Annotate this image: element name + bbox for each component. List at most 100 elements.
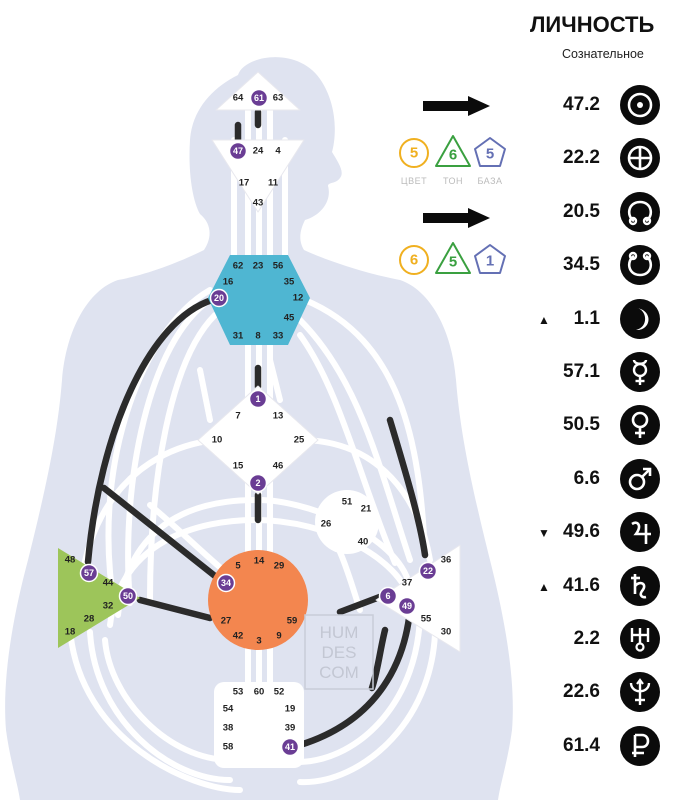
gate-line-value: 22.6 [563, 681, 600, 703]
gate-32[interactable]: 32 [103, 601, 114, 612]
gate-61[interactable]: 61 [254, 93, 264, 103]
gate-9[interactable]: 9 [276, 631, 281, 642]
color-badge-top [399, 138, 429, 168]
gate-26[interactable]: 26 [321, 519, 332, 530]
gate-24[interactable]: 24 [253, 146, 264, 157]
gate-42[interactable]: 42 [233, 631, 244, 642]
gate-40[interactable]: 40 [358, 537, 369, 548]
active-gate-marker [248, 473, 268, 493]
gate-23[interactable]: 23 [253, 261, 264, 272]
gate-62[interactable]: 62 [233, 261, 244, 272]
gate-38[interactable]: 38 [223, 723, 234, 734]
gate-58[interactable]: 58 [223, 742, 234, 753]
planet-row[interactable]: 6.6 [520, 458, 682, 502]
gate-33[interactable]: 33 [273, 331, 284, 342]
gate-37[interactable]: 37 [402, 578, 413, 589]
uranus-icon [620, 619, 660, 659]
gate-15[interactable]: 15 [233, 461, 244, 472]
planet-row[interactable]: 22.6 [520, 671, 682, 715]
gate-10[interactable]: 10 [212, 435, 223, 446]
gate-41[interactable]: 41 [285, 742, 295, 752]
throat-center [208, 255, 310, 345]
gate-21[interactable]: 21 [361, 504, 372, 515]
gate-55[interactable]: 55 [421, 614, 432, 625]
gate-17[interactable]: 17 [239, 178, 250, 189]
gate-57[interactable]: 57 [84, 568, 94, 578]
planet-row[interactable]: 34.5 [520, 244, 682, 288]
gate-60[interactable]: 60 [254, 687, 265, 698]
planet-row[interactable]: ▲41.6 [520, 565, 682, 609]
active-gate-marker [418, 561, 438, 581]
gate-12[interactable]: 12 [293, 293, 304, 304]
gate-56[interactable]: 56 [273, 261, 284, 272]
gate-27[interactable]: 27 [221, 616, 232, 627]
gate-2[interactable]: 2 [255, 478, 260, 488]
planet-row[interactable]: 47.2 [520, 84, 682, 128]
gate-47[interactable]: 47 [233, 146, 243, 156]
earth-icon [620, 138, 660, 179]
gate-3[interactable]: 3 [256, 636, 261, 647]
gate-53[interactable]: 53 [233, 687, 244, 698]
gate-52[interactable]: 52 [274, 687, 285, 698]
color-badge-bottom [399, 245, 429, 275]
planet-row[interactable]: 61.4 [520, 725, 682, 769]
gate-line-value: 22.2 [563, 147, 600, 169]
gate-31[interactable]: 31 [233, 331, 244, 342]
gate-64[interactable]: 64 [233, 93, 244, 104]
neptune-icon [620, 672, 660, 713]
panel-title: ЛИЧНОСТЬ [530, 12, 655, 37]
gate-29[interactable]: 29 [274, 561, 285, 572]
gate-43[interactable]: 43 [253, 198, 264, 209]
planet-row[interactable]: ▲1.1 [520, 298, 682, 342]
planet-row[interactable]: 20.5 [520, 191, 682, 235]
gate-line-value: 2.2 [573, 628, 600, 649]
gate-22[interactable]: 22 [423, 566, 433, 576]
gate-6[interactable]: 6 [385, 591, 390, 601]
gate-18[interactable]: 18 [65, 627, 76, 638]
gate-44[interactable]: 44 [103, 578, 114, 589]
base-badge-top [474, 137, 506, 167]
gate-5[interactable]: 5 [235, 561, 241, 572]
gate-39[interactable]: 39 [285, 723, 296, 734]
gate-28[interactable]: 28 [84, 614, 95, 625]
planet-row[interactable]: 57.1 [520, 351, 682, 395]
gate-54[interactable]: 54 [223, 704, 234, 715]
active-gate-marker [79, 563, 99, 583]
active-gate-marker [249, 88, 269, 108]
gate-4[interactable]: 4 [275, 146, 281, 157]
gate-25[interactable]: 25 [294, 435, 305, 446]
gate-51[interactable]: 51 [342, 497, 353, 508]
color-value-bottom: 6 [410, 252, 418, 269]
gate-line-value: 41.6 [563, 574, 600, 596]
mercury-icon [620, 352, 660, 392]
moon-icon [620, 298, 660, 339]
variables-top: 5 6 5 ЦВЕТ ТОН БАЗА [399, 135, 506, 186]
gate-49[interactable]: 49 [402, 601, 412, 611]
gate-20[interactable]: 20 [214, 293, 224, 303]
gate-19[interactable]: 19 [285, 704, 296, 715]
gate-8[interactable]: 8 [255, 331, 260, 342]
planet-row[interactable]: 50.5 [520, 404, 682, 448]
gate-63[interactable]: 63 [273, 93, 284, 104]
gate-7[interactable]: 7 [235, 411, 240, 422]
gate-14[interactable]: 14 [254, 556, 265, 567]
gate-34[interactable]: 34 [221, 578, 231, 588]
watermark-line-3: COM [319, 663, 359, 682]
planet-row[interactable]: 2.2 [520, 618, 682, 662]
gate-59[interactable]: 59 [287, 616, 298, 627]
gate-16[interactable]: 16 [223, 277, 234, 288]
gate-30[interactable]: 30 [441, 627, 452, 638]
tone-badge-bottom [435, 242, 471, 274]
base-label: БАЗА [477, 176, 502, 186]
gate-46[interactable]: 46 [273, 461, 284, 472]
planet-row[interactable]: ▼49.6 [520, 511, 682, 555]
gate-48[interactable]: 48 [65, 555, 76, 566]
gate-13[interactable]: 13 [273, 411, 284, 422]
gate-1[interactable]: 1 [255, 394, 260, 404]
gate-50[interactable]: 50 [123, 591, 133, 601]
gate-11[interactable]: 11 [268, 178, 279, 189]
gate-45[interactable]: 45 [284, 313, 295, 324]
gate-36[interactable]: 36 [441, 555, 452, 566]
planet-row[interactable]: 22.2 [520, 137, 682, 181]
gate-35[interactable]: 35 [284, 277, 295, 288]
